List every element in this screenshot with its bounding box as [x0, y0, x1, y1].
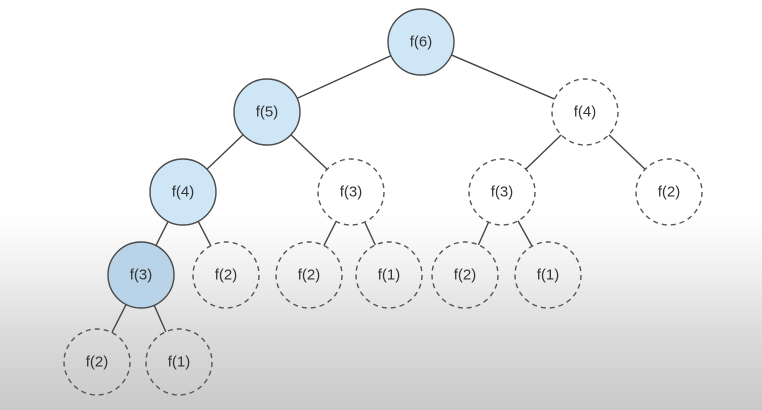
node-circle-pending	[192, 241, 260, 309]
tree-edge	[111, 304, 127, 333]
node-circle-computed	[387, 8, 455, 76]
node-circle-computed	[149, 158, 217, 226]
nodes-layer: f(6) f(5) f(4) f(4) f(3) f(3) f(2) f(3) f(2) f(2)…	[63, 8, 703, 396]
node-circle-pending	[63, 328, 131, 396]
tree-edge	[364, 221, 376, 246]
node-label: f(3)	[130, 267, 153, 284]
node-circle-pending	[468, 158, 536, 226]
tree-node: f(2)	[275, 241, 343, 309]
node-circle-pending	[145, 328, 213, 396]
node-label: f(6)	[410, 34, 433, 51]
tree-node: f(6)	[387, 8, 455, 76]
tree-edge	[206, 134, 244, 170]
node-circle-pending	[317, 158, 385, 226]
node-label: f(1)	[378, 267, 401, 284]
node-circle-computed	[233, 78, 301, 146]
edges-layer	[111, 54, 646, 333]
node-label: f(2)	[298, 267, 321, 284]
tree-node: f(2)	[192, 241, 260, 309]
node-circle-pending	[431, 241, 499, 309]
tree-edge	[197, 220, 212, 247]
node-label: f(2)	[454, 267, 477, 284]
node-circle-pending	[275, 241, 343, 309]
tree-node: f(2)	[431, 241, 499, 309]
tree-edge	[296, 55, 392, 99]
node-label: f(1)	[537, 267, 560, 284]
node-circle-pending	[355, 241, 423, 309]
tree-node: f(1)	[514, 241, 582, 309]
node-circle-pending	[551, 78, 619, 146]
tree-node: f(2)	[63, 328, 131, 396]
tree-node: f(5)	[233, 78, 301, 146]
node-label: f(5)	[256, 104, 279, 121]
node-label: f(1)	[168, 354, 191, 371]
tree-node: f(4)	[149, 158, 217, 226]
node-label: f(3)	[491, 184, 514, 201]
node-circle-pending	[635, 158, 703, 226]
node-circle-pending	[514, 241, 582, 309]
tree-edge	[323, 221, 337, 246]
tree-node: f(4)	[551, 78, 619, 146]
tree-edge	[477, 221, 490, 246]
node-label: f(4)	[574, 104, 597, 121]
node-label: f(2)	[658, 184, 681, 201]
node-label: f(2)	[86, 354, 109, 371]
tree-node: f(1)	[355, 241, 423, 309]
node-label: f(3)	[340, 184, 363, 201]
tree-node: f(3)	[317, 158, 385, 226]
tree-node: f(2)	[635, 158, 703, 226]
node-circle-current	[107, 241, 175, 309]
tree-node: f(3)	[107, 241, 175, 309]
node-label: f(4)	[172, 184, 195, 201]
tree-edge	[290, 134, 328, 170]
tree-edge	[608, 134, 646, 170]
tree-edge	[525, 134, 562, 170]
tree-edge	[155, 221, 169, 246]
node-label: f(2)	[215, 267, 238, 284]
tree-edge	[451, 54, 555, 100]
tree-edge	[517, 220, 533, 247]
tree-edge	[153, 304, 167, 333]
tree-node: f(3)	[468, 158, 536, 226]
tree-node: f(1)	[145, 328, 213, 396]
